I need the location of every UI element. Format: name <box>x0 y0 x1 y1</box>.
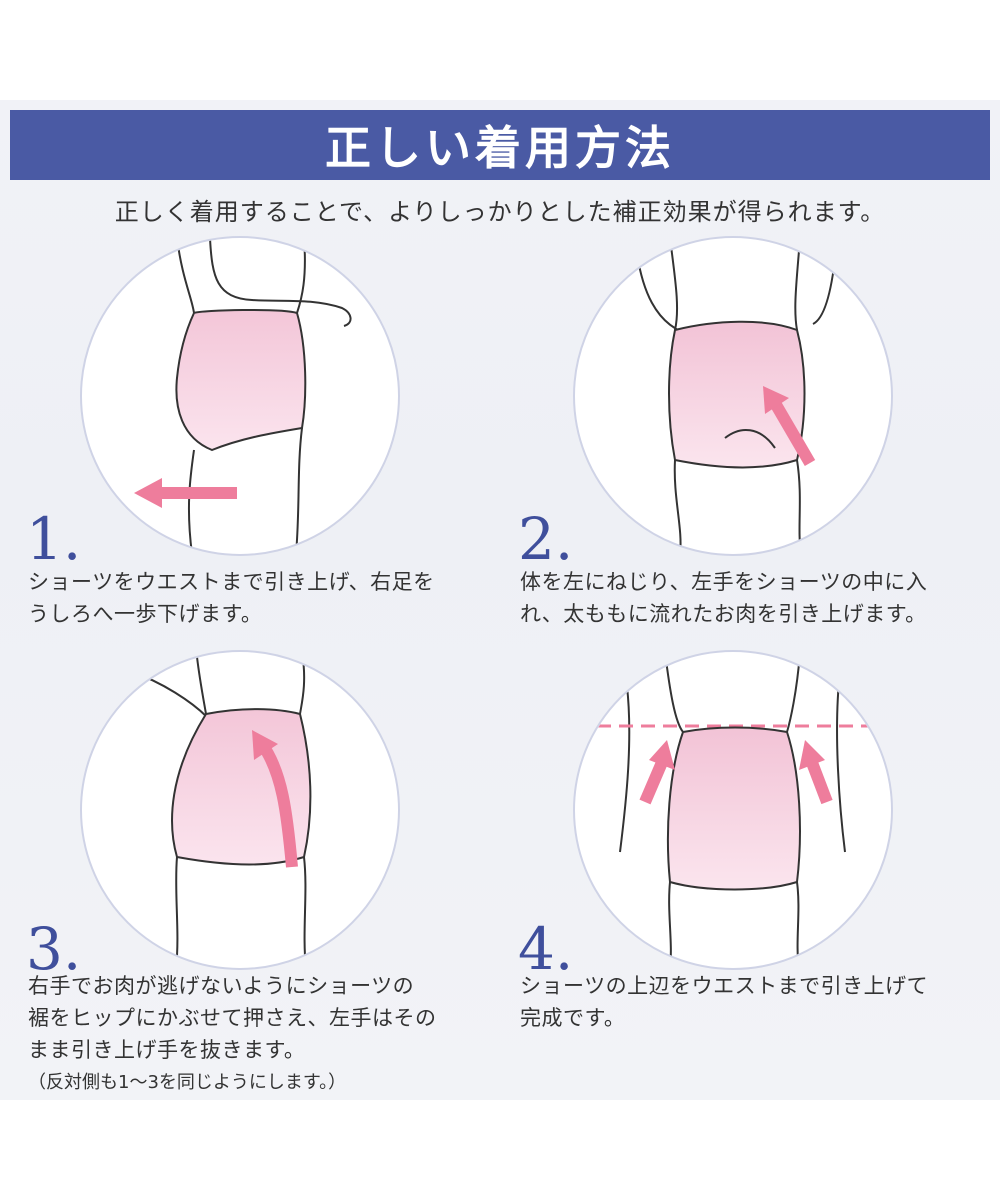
title-banner: 正しい着用方法 <box>10 110 990 180</box>
page-title: 正しい着用方法 <box>325 121 675 175</box>
step3-text: 右手でお肉が逃げないようにショーツの 裾をヒップにかぶせて押さえ、左手はその ま… <box>28 974 437 1062</box>
step1-number: 1. <box>26 505 82 573</box>
step2-number: 2. <box>518 505 574 573</box>
step2-illustration <box>573 236 893 556</box>
page-subtitle: 正しく着用することで、よりしっかりとした補正効果が得られます。 <box>114 198 886 226</box>
step3-note: （反対側も1〜3を同じようにします。） <box>28 1072 347 1093</box>
step3-illustration <box>80 650 400 970</box>
step1-illustration <box>80 236 400 556</box>
step4-text: ショーツの上辺をウエストまで引き上げて 完成です。 <box>520 974 929 1030</box>
step3-number: 3. <box>26 915 82 983</box>
step4-number: 4. <box>518 915 574 983</box>
step1-text: ショーツをウエストまで引き上げ、右足を うしろへ一歩下げます。 <box>28 570 435 626</box>
step2-text: 体を左にねじり、左手をショーツの中に入 れ、太ももに流れたお肉を引き上げます。 <box>520 570 928 626</box>
step4-illustration <box>573 650 893 970</box>
